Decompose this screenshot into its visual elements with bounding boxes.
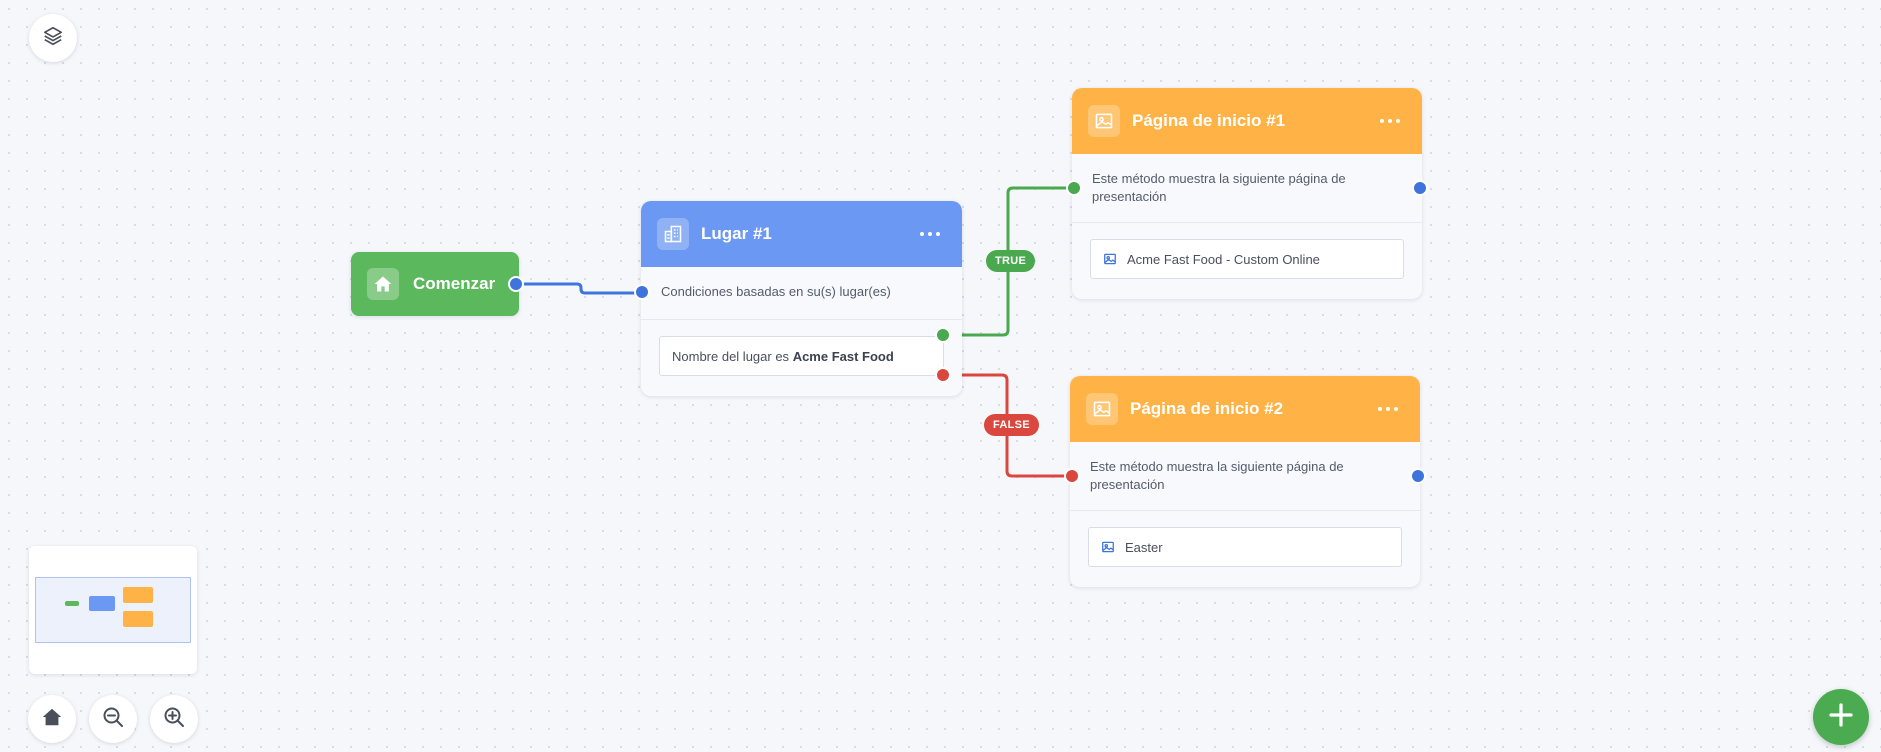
image-icon: [1088, 105, 1120, 137]
place-node-description: Condiciones basadas en su(s) lugar(es): [641, 267, 962, 320]
plus-icon: [1826, 700, 1856, 735]
place-false-port[interactable]: [935, 367, 951, 383]
zoom-in-button[interactable]: [150, 695, 198, 743]
image-icon: [1101, 540, 1115, 554]
minimap-landing-node-2: [123, 611, 153, 627]
place-true-port[interactable]: [935, 327, 951, 343]
landing-node-2-menu-button[interactable]: [1374, 403, 1402, 415]
landing-node-2-input-port[interactable]: [1064, 468, 1080, 484]
landing-node-1-page[interactable]: Acme Fast Food - Custom Online: [1090, 239, 1404, 279]
landing-node-2-title: Página de inicio #2: [1130, 399, 1284, 418]
false-badge: FALSE: [984, 414, 1039, 436]
zoom-in-icon: [162, 705, 186, 734]
minimap-viewport[interactable]: [35, 577, 191, 643]
place-condition-prefix: Nombre del lugar es: [672, 348, 790, 364]
place-input-port[interactable]: [634, 284, 650, 300]
fit-view-button[interactable]: [28, 695, 76, 743]
landing-node-1-menu-button[interactable]: [1376, 115, 1404, 127]
landing-node-1-input-port[interactable]: [1066, 180, 1082, 196]
landing-node-1-description: Este método muestra la siguiente página …: [1072, 154, 1422, 223]
start-node-label: Comenzar: [413, 274, 496, 293]
zoom-out-icon: [101, 705, 125, 734]
home-icon: [367, 268, 399, 300]
minimap[interactable]: [29, 546, 197, 674]
edge-start-to-place: [516, 282, 642, 295]
layers-button[interactable]: [29, 14, 77, 62]
place-node-menu-button[interactable]: [916, 228, 944, 240]
landing-node-2-page[interactable]: Easter: [1088, 527, 1402, 567]
minimap-place-node: [89, 596, 115, 611]
start-node[interactable]: Comenzar: [351, 252, 519, 316]
layers-icon: [42, 25, 64, 52]
landing-node-2-output-port[interactable]: [1410, 468, 1426, 484]
image-icon: [1103, 252, 1117, 266]
landing-node-2-description: Este método muestra la siguiente página …: [1070, 442, 1420, 511]
landing-node-1-page-label: Acme Fast Food - Custom Online: [1127, 251, 1320, 267]
landing-node-1-title: Página de inicio #1: [1132, 111, 1286, 130]
building-icon: [657, 218, 689, 250]
home-icon: [41, 706, 63, 733]
landing-node-2[interactable]: Página de inicio #2 Este método muestra …: [1070, 376, 1420, 587]
add-node-button[interactable]: [1813, 689, 1869, 745]
landing-node-1-output-port[interactable]: [1412, 180, 1428, 196]
minimap-start-node: [65, 601, 79, 606]
zoom-out-button[interactable]: [89, 695, 137, 743]
place-node-title: Lugar #1: [701, 224, 772, 243]
place-node[interactable]: Lugar #1 Condiciones basadas en su(s) lu…: [641, 201, 962, 396]
start-output-port[interactable]: [508, 276, 524, 292]
true-badge: TRUE: [986, 250, 1036, 272]
image-icon: [1086, 393, 1118, 425]
landing-node-2-page-label: Easter: [1125, 539, 1163, 555]
place-condition[interactable]: Nombre del lugar es Acme Fast Food: [659, 336, 944, 376]
landing-node-1[interactable]: Página de inicio #1 Este método muestra …: [1072, 88, 1422, 299]
minimap-landing-node-1: [123, 587, 153, 603]
place-condition-value: Acme Fast Food: [792, 348, 894, 364]
